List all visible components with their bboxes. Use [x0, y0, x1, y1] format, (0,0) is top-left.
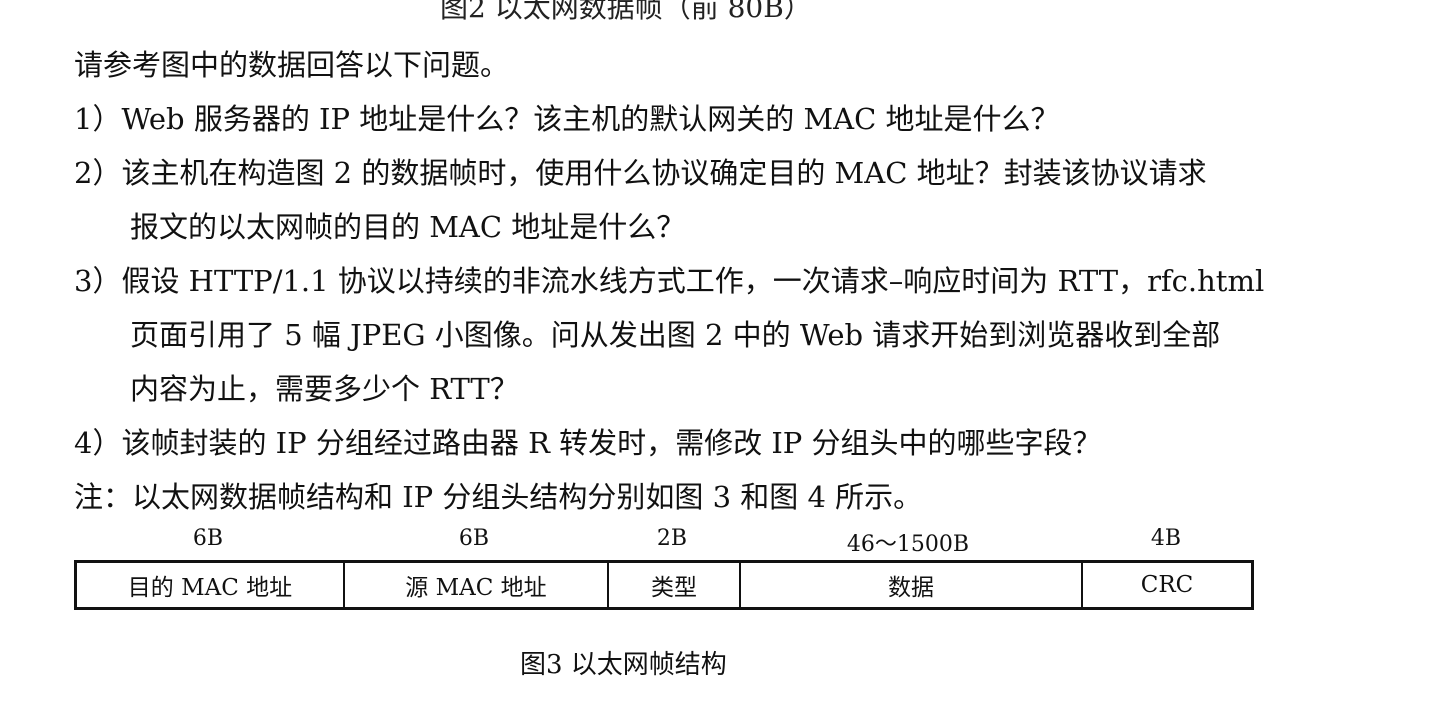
size-data: 46～1500B [846, 532, 970, 557]
field-src-mac: 源 MAC 地址 [345, 563, 609, 607]
question-3-line-3: 内容为止，需要多少个 RTT？ [130, 372, 519, 406]
ethernet-frame-diagram: 6B 6B 2B 46～1500B 4B 目的 MAC 地址 源 MAC 地址 … [74, 524, 1254, 610]
size-dest-mac: 6B [192, 526, 224, 551]
size-crc: 4B [1150, 526, 1182, 551]
intro-line: 请参考图中的数据回答以下问题。 [74, 48, 510, 82]
question-2-line-1: 2）该主机在构造图 2 的数据帧时，使用什么协议确定目的 MAC 地址？封装该协… [74, 156, 1207, 190]
size-src-mac: 6B [458, 526, 490, 551]
question-3-line-2: 页面引用了 5 幅 JPEG 小图像。问从发出图 2 中的 Web 请求开始到浏… [130, 318, 1221, 352]
question-2-line-2: 报文的以太网帧的目的 MAC 地址是什么？ [130, 210, 686, 244]
field-dest-mac: 目的 MAC 地址 [77, 563, 345, 607]
note-line: 注：以太网数据帧结构和 IP 分组头结构分别如图 3 和图 4 所示。 [74, 480, 923, 514]
figure-2-caption-cut: 图2 以太网数据帧（前 80B） [440, 0, 812, 24]
size-type: 2B [656, 526, 688, 551]
frame-field-row: 目的 MAC 地址 源 MAC 地址 类型 数据 CRC [74, 560, 1254, 610]
question-3-line-1: 3）假设 HTTP/1.1 协议以持续的非流水线方式工作，一次请求–响应时间为 … [74, 264, 1265, 298]
question-4: 4）该帧封装的 IP 分组经过路由器 R 转发时，需修改 IP 分组头中的哪些字… [74, 426, 1102, 460]
field-size-row: 6B 6B 2B 46～1500B 4B [74, 524, 1254, 560]
field-type: 类型 [609, 563, 741, 607]
question-text-block: 请参考图中的数据回答以下问题。 1）Web 服务器的 IP 地址是什么？该主机的… [74, 38, 1404, 524]
question-1: 1）Web 服务器的 IP 地址是什么？该主机的默认网关的 MAC 地址是什么？ [74, 102, 1060, 136]
field-crc: CRC [1140, 572, 1194, 598]
field-data: 数据 [741, 563, 1083, 607]
figure-3-caption: 图3 以太网帧结构 [520, 650, 727, 680]
